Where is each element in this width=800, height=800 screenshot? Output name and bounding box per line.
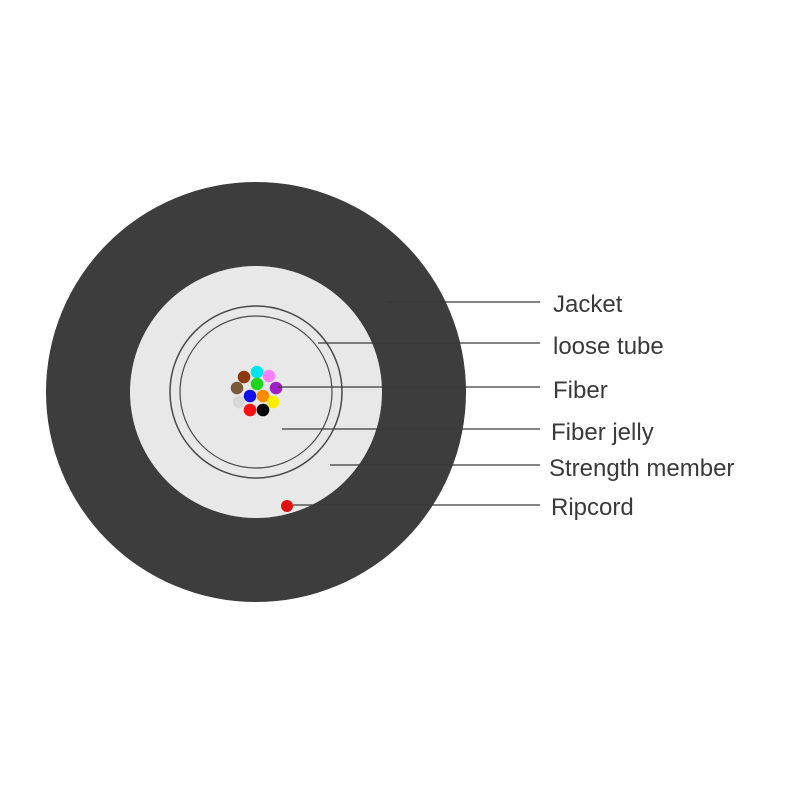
label-loose-tube: loose tube bbox=[553, 333, 664, 360]
fiber-strand bbox=[250, 365, 264, 379]
strength-member-layer bbox=[130, 266, 382, 518]
fiber-strand bbox=[243, 403, 257, 417]
fiber-strand bbox=[269, 381, 283, 395]
label-fiber-jelly: Fiber jelly bbox=[551, 419, 654, 446]
fiber-strand bbox=[250, 377, 264, 391]
fiber-bundle bbox=[230, 365, 283, 417]
fiber-strand bbox=[262, 369, 276, 383]
label-strength-member: Strength member bbox=[549, 455, 734, 482]
fiber-strand bbox=[266, 395, 280, 409]
fiber-strand bbox=[230, 381, 244, 395]
label-jacket: Jacket bbox=[553, 291, 623, 318]
fiber-strand bbox=[237, 370, 251, 384]
loose-tube-inner-wall bbox=[179, 315, 333, 469]
label-ripcord: Ripcord bbox=[551, 494, 634, 521]
fiber-strand bbox=[232, 395, 246, 409]
leader-lines bbox=[278, 301, 540, 506]
label-fiber: Fiber bbox=[553, 377, 608, 404]
ripcord-dot bbox=[281, 500, 293, 512]
fiber-strand bbox=[243, 389, 257, 403]
loose-tube-outer-wall bbox=[169, 305, 343, 479]
fiber-strand bbox=[256, 403, 270, 417]
fiber-strand bbox=[256, 389, 270, 403]
